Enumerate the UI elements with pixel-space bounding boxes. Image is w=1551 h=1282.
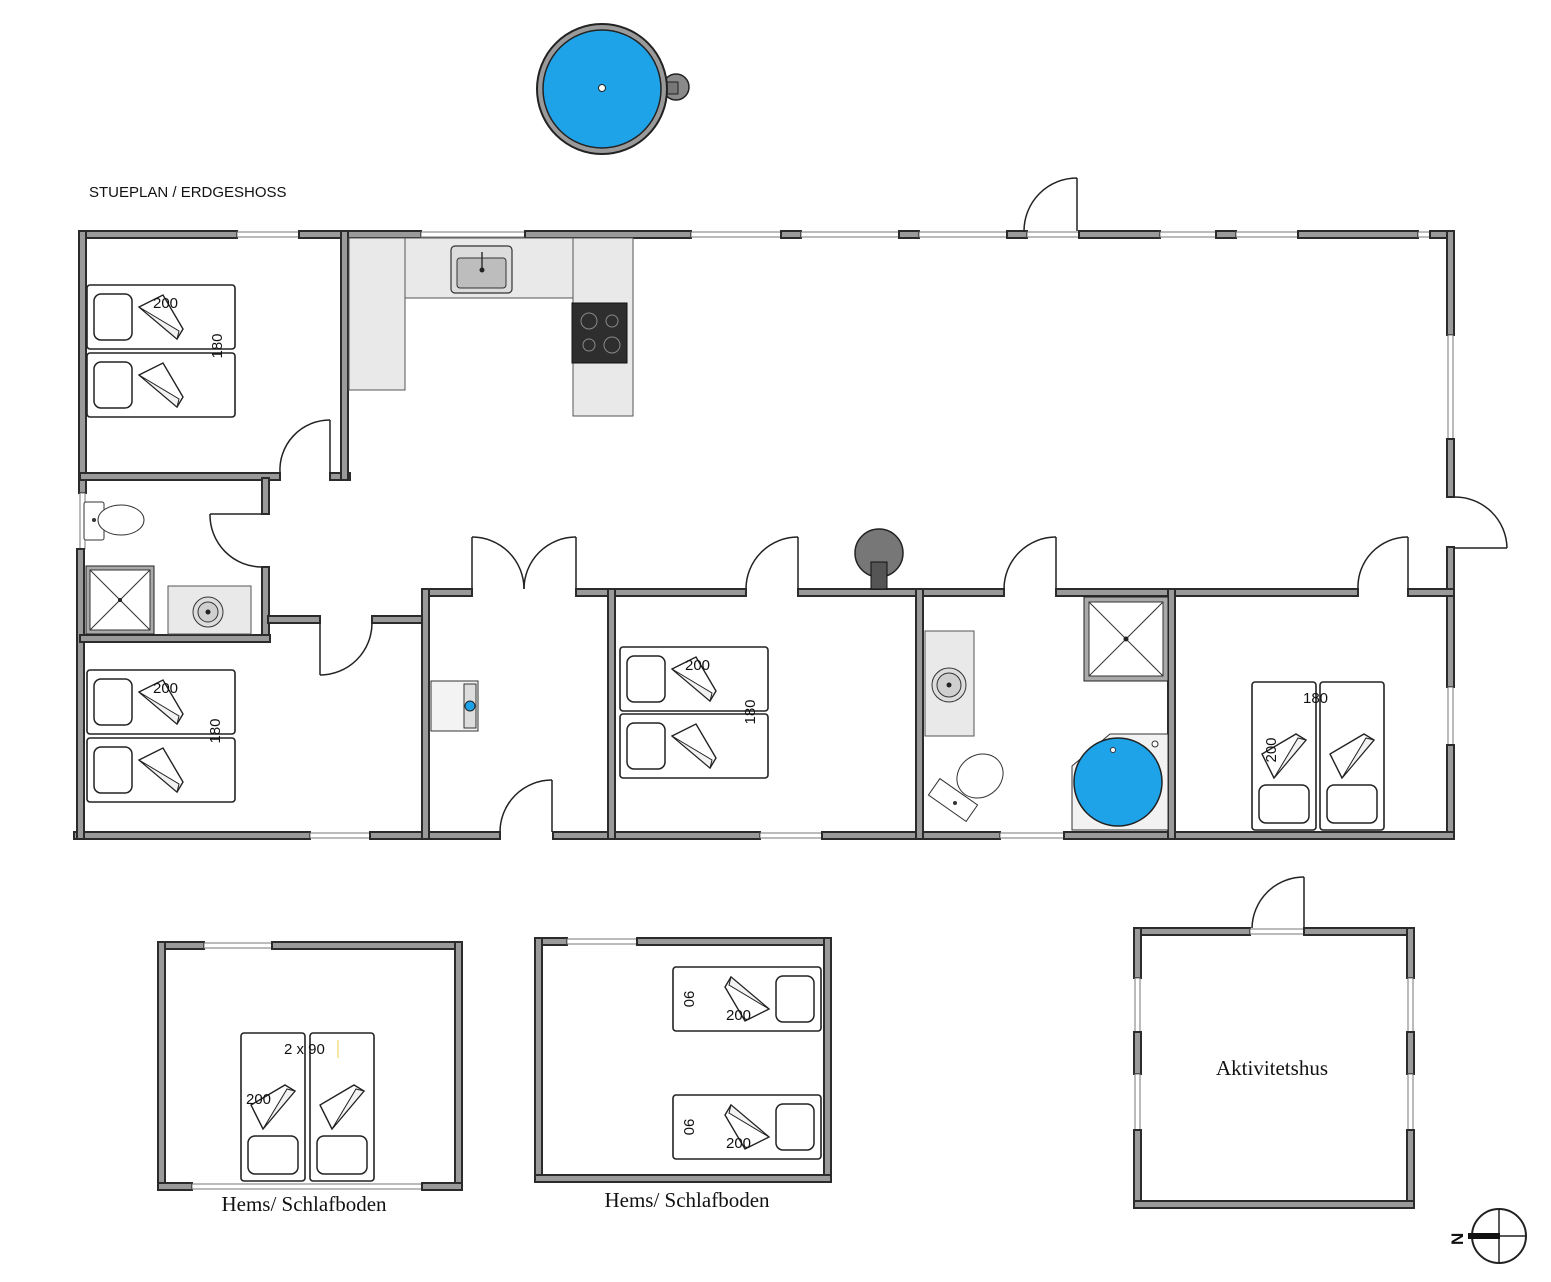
- doors: [209, 177, 1508, 833]
- bathroom-1: [83, 501, 252, 635]
- toilet-icon: [83, 501, 145, 541]
- washbasin-icon: [167, 585, 252, 635]
- bedroom-bottom-left: 200 180: [86, 669, 236, 803]
- washbasin-icon: [924, 630, 975, 737]
- loft-2: 200 90 200 90 Hems/ Schlafboden: [534, 937, 832, 1212]
- bedroom-top-left: 200 180: [86, 284, 236, 418]
- fireplace-icon: [854, 528, 904, 590]
- bed-width-label: 180: [742, 699, 759, 724]
- bed-width-label: 180: [209, 333, 226, 358]
- shower-icon: [85, 565, 155, 635]
- bedroom-middle: 200 180: [619, 646, 769, 779]
- bed-length-label: 200: [726, 1135, 751, 1152]
- bathroom-2: [924, 596, 1169, 831]
- bed-width-label: 90: [680, 991, 697, 1008]
- bed-width-label: 180: [1303, 690, 1328, 707]
- stove-icon: [571, 302, 628, 364]
- toilet-icon: [927, 753, 1004, 823]
- bed-length-label: 200: [1263, 737, 1280, 762]
- outdoor-hot-tub: [536, 23, 690, 155]
- bathtub-icon: [1071, 733, 1169, 831]
- main-house-walls: [73, 230, 1455, 840]
- compass-north-label: N: [1448, 1233, 1467, 1245]
- bedroom-right: 180 200: [1251, 681, 1385, 831]
- shower-icon: [1083, 596, 1169, 682]
- washing-machine-icon: [430, 680, 479, 732]
- bed-length-label: 200: [153, 680, 178, 697]
- bed-length-label: 200: [153, 295, 178, 312]
- bed-length-label: 200: [246, 1091, 271, 1108]
- plan-title: STUEPLAN / ERDGESHOSS: [89, 184, 287, 201]
- loft-1-title: Hems/ Schlafboden: [221, 1192, 387, 1216]
- bed-width-label: 180: [207, 718, 224, 743]
- kitchen-sink-icon: [450, 245, 513, 294]
- bed-length-label: 200: [726, 1007, 751, 1024]
- activity-house-title: Aktivitetshus: [1216, 1056, 1328, 1080]
- bed-length-label: 200: [685, 657, 710, 674]
- loft-1: 2 x 90 200 Hems/ Schlafboden: [157, 941, 463, 1216]
- loft-2-title: Hems/ Schlafboden: [604, 1188, 770, 1212]
- compass-icon: N: [1448, 1208, 1527, 1264]
- bed-width-label: 2 x 90: [284, 1041, 325, 1058]
- kitchen: [348, 237, 634, 417]
- bed-width-label: 90: [680, 1119, 697, 1136]
- activity-house: Aktivitetshus: [1133, 876, 1415, 1209]
